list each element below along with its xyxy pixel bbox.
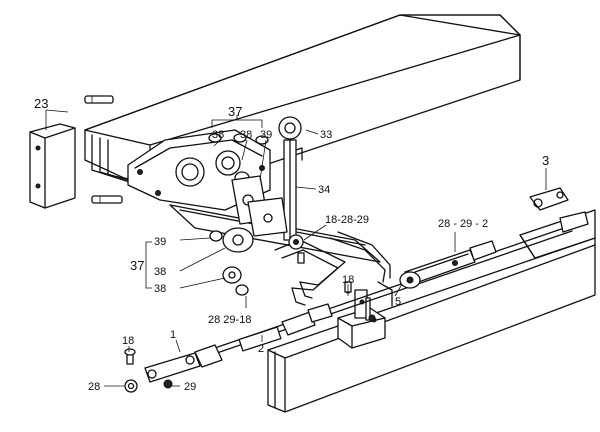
label-37-left: 37 (130, 258, 144, 273)
label-18-b: 18 (122, 335, 134, 347)
label-28: 28 (88, 381, 100, 393)
label-3: 3 (542, 153, 549, 168)
label-38-b: 38 (240, 129, 252, 141)
bolt-lower (91, 195, 123, 204)
label-37-top: 37 (228, 104, 242, 119)
label-28-29-18: 28 29-18 (208, 314, 251, 326)
tie-rod (179, 211, 589, 366)
label-28-29-2: 28 - 29 - 2 (438, 218, 488, 230)
label-2: 2 (258, 343, 264, 355)
lower-rail (267, 209, 596, 413)
label-39-b: 39 (154, 236, 166, 248)
front-link (144, 303, 333, 383)
label-39-a: 39 (260, 129, 272, 141)
label-38-c: 38 (154, 266, 166, 278)
bolt-upper (84, 95, 114, 104)
label-1: 1 (170, 329, 176, 341)
fasteners (124, 252, 376, 393)
label-18-28-29: 18-28-29 (325, 214, 369, 226)
label-34: 34 (318, 184, 330, 196)
label-23: 23 (34, 96, 48, 111)
label-38-d: 38 (154, 283, 166, 295)
rod-end-part (529, 187, 569, 211)
link-plates (231, 175, 288, 237)
end-cap-part (29, 123, 76, 209)
label-5: 5 (395, 296, 401, 308)
label-18-a: 18 (342, 274, 354, 286)
label-38-a: 38 (212, 129, 224, 141)
vertical-rod (278, 116, 304, 250)
callouts: 23 37 38 38 39 33 34 3 18-28-29 28 - 29 … (34, 96, 549, 393)
label-33: 33 (320, 129, 332, 141)
leader-lines (45, 109, 547, 387)
label-29: 29 (184, 381, 196, 393)
